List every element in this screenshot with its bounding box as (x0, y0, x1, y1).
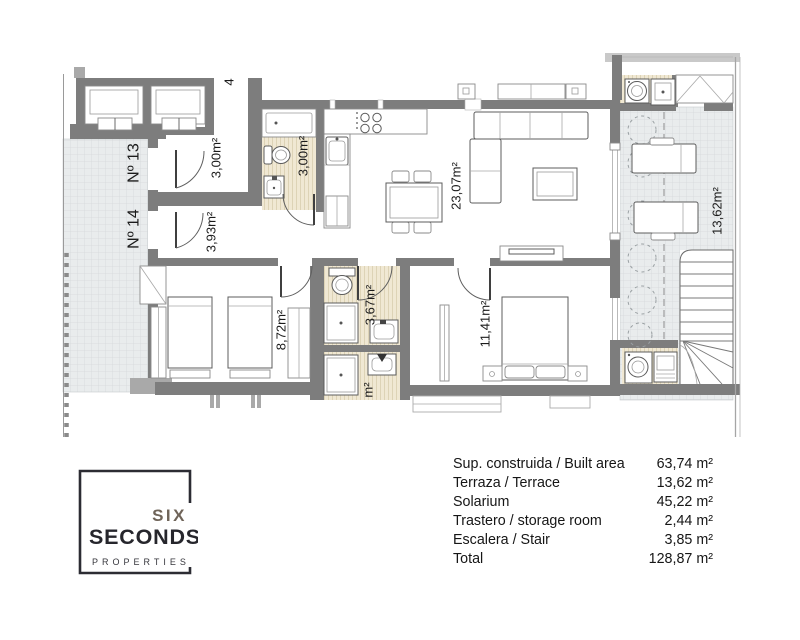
bedroom-1 (139, 265, 313, 379)
areas-row-stair: Escalera / Stair 3,85 m² (453, 531, 713, 550)
bedroom1-door (280, 265, 313, 298)
main-bathroom (323, 265, 399, 344)
kitchen (323, 108, 428, 229)
areas-row-terrace: Terraza / Terrace 13,62 m² (453, 474, 713, 493)
area-label: Solarium (453, 493, 510, 510)
sun-lounger-2 (633, 201, 699, 241)
areas-table: Sup. construida / Built area 63,74 m² Te… (453, 455, 713, 568)
bedroom2-door (457, 267, 491, 301)
single-bed-2 (227, 296, 273, 379)
room-labels: Nº 13 Nº 14 4 3,00m² 3,00m² 3,93m² 23,07… (126, 78, 725, 397)
access-corridor (62, 138, 149, 393)
storage-room-hatch (675, 74, 734, 104)
entry-hall-area: 3,00m² (209, 137, 224, 178)
sun-lounger-1 (631, 137, 697, 174)
ensuite-bathroom (323, 353, 397, 396)
area-value: 13,62 m² (656, 474, 713, 491)
area-label: Terraza / Terrace (453, 474, 561, 491)
stairs (679, 249, 734, 385)
nightstand-right (567, 365, 588, 382)
areas-row-total: Total 128,87 m² (453, 550, 713, 569)
area-value: 3,85 m² (664, 531, 713, 548)
main-bathroom-door (357, 265, 393, 301)
areas-row-solarium: Solarium 45,22 m² (453, 493, 713, 512)
area-value: 2,44 m² (664, 512, 713, 529)
double-bed (501, 296, 569, 381)
washbasin (263, 175, 285, 199)
washing-machine (624, 351, 653, 384)
areas-row-built: Sup. construida / Built area 63,74 m² (453, 455, 713, 474)
area-value: 128,87 m² (648, 550, 713, 567)
logo-word-seconds: SECONDS (89, 525, 198, 549)
area-label: Sup. construida / Built area (453, 456, 625, 472)
vanity (369, 319, 399, 344)
dryer (653, 351, 678, 383)
terrace-slider (609, 142, 621, 241)
area-value: 63,74 m² (656, 456, 713, 472)
terrace-area: 13,62m² (710, 186, 725, 234)
toilet (328, 267, 356, 295)
logo-word-six: SIX (152, 506, 187, 525)
shower-tray (261, 108, 317, 138)
plot-boundary (63, 56, 741, 437)
bedroom1-area: 8,72m² (274, 309, 289, 350)
logo-word-properties: PROPERTIES (92, 557, 190, 567)
unit-13-label: Nº 13 (126, 143, 143, 183)
stove (356, 112, 382, 134)
bedroom2-area: 11,41m² (478, 300, 493, 347)
logo-frame (78, 469, 192, 575)
elevators (84, 85, 206, 131)
six-seconds-logo: SIX SECONDS PROPERTIES (78, 469, 198, 575)
entry-bathroom (261, 108, 317, 226)
area-label: Escalera / Stair (453, 531, 550, 548)
floor-number-label: 4 (222, 78, 237, 85)
area-label: Total (453, 550, 484, 567)
dining-set (385, 170, 443, 234)
toilet (263, 145, 291, 165)
laundry-corner (624, 78, 676, 106)
bedroom-2 (439, 267, 620, 382)
bathroom-area: 3,67m² (363, 284, 378, 325)
entry-bathroom-area: 3,00m² (296, 135, 311, 176)
area-value: 45,22 m² (656, 493, 713, 510)
facade-planters (457, 83, 587, 100)
living-room (457, 83, 621, 262)
kitchen-sink (325, 136, 349, 166)
walls (70, 53, 740, 400)
ensuite-area-partial: m² (361, 382, 376, 398)
utility-room (624, 351, 678, 384)
tv-unit (499, 245, 564, 262)
floor-plan: Nº 13 Nº 14 4 3,00m² 3,00m² 3,93m² 23,07… (62, 53, 741, 437)
bathroom-door (282, 193, 315, 226)
unit-14-label: Nº 14 (126, 209, 143, 249)
washbasin (367, 353, 397, 376)
shower (323, 302, 359, 344)
shower (323, 354, 359, 396)
living-area: 23,07m² (449, 161, 464, 209)
entrance-doors (148, 148, 205, 249)
area-label: Trastero / storage room (453, 512, 602, 529)
hallway-area: 3,93m² (204, 211, 219, 252)
areas-row-storage: Trastero / storage room 2,44 m² (453, 512, 713, 531)
coffee-table (532, 167, 578, 201)
bedroom2-window (610, 298, 620, 340)
cut-fragments (210, 395, 591, 413)
wardrobe (287, 307, 311, 379)
nightstand-left (482, 365, 503, 382)
single-bed-1 (167, 296, 213, 379)
terrace (624, 74, 734, 348)
sofa (469, 111, 589, 204)
